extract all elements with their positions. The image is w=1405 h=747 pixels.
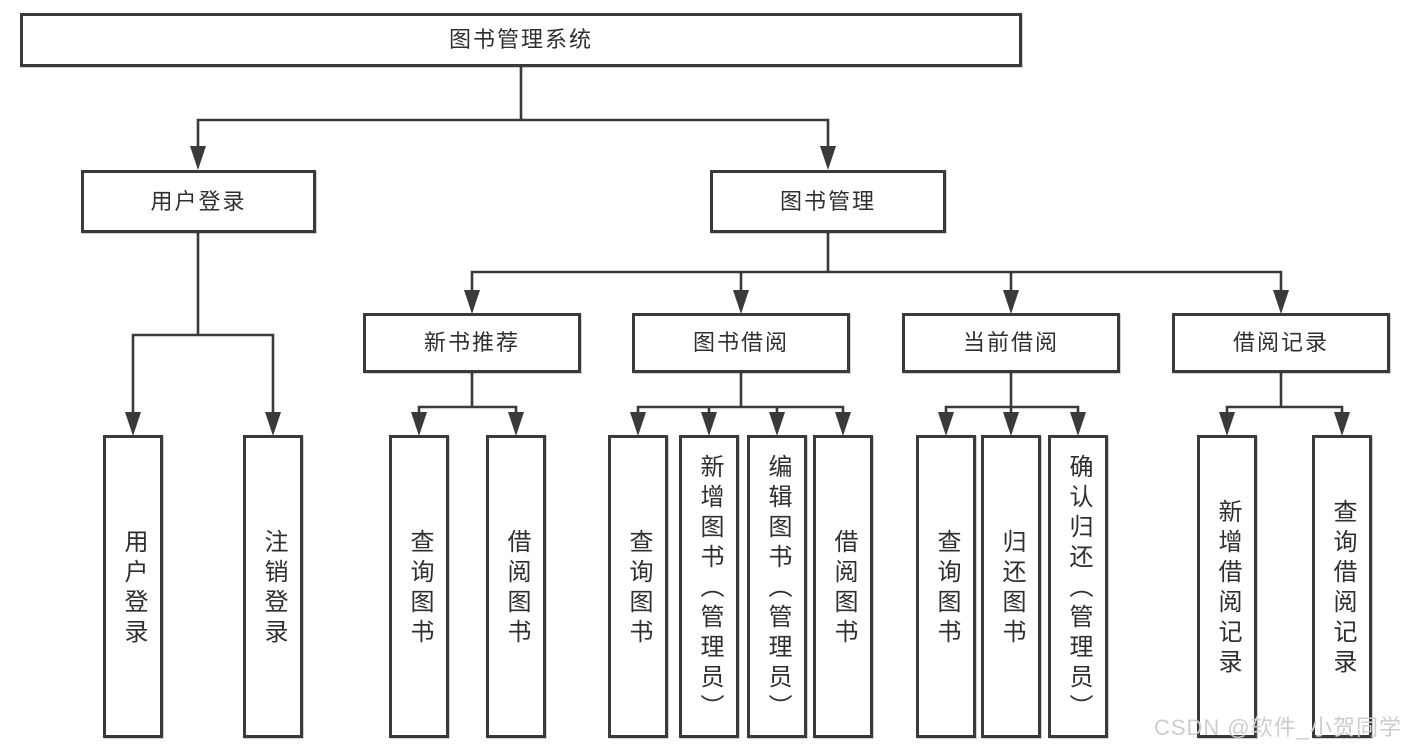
connector-book-mgmt-to-level3 (470, 231, 1283, 296)
leaf-bb-add-book-admin: 新增图书（管理员） (679, 435, 739, 738)
arrowhead (733, 290, 749, 314)
node-new-book-recommend: 新书推荐 (363, 313, 581, 373)
arrowhead (411, 412, 427, 436)
leaf-bb-edit-book-admin: 编辑图书（管理员） (747, 435, 807, 738)
leaf-logout: 注销登录 (243, 435, 303, 738)
arrowhead (769, 412, 785, 436)
connector-book-borrow-to-leaves (636, 371, 845, 416)
arrowhead (630, 412, 646, 436)
arrowhead (1003, 290, 1019, 314)
arrowhead (1070, 412, 1086, 436)
node-user-login: 用户登录 (81, 170, 316, 233)
leaf-bb-borrow-book: 借阅图书 (813, 435, 873, 738)
arrowhead (190, 146, 206, 170)
arrowhead (125, 412, 141, 436)
arrowhead (508, 412, 524, 436)
arrowhead (464, 290, 480, 314)
node-borrow-record: 借阅记录 (1172, 313, 1390, 373)
arrowhead (835, 412, 851, 436)
arrowhead (701, 412, 717, 436)
node-library-system: 图书管理系统 (20, 13, 1022, 67)
leaf-br-query-record: 查询借阅记录 (1312, 435, 1372, 738)
connector-borrow-record-to-leaves (1225, 371, 1344, 416)
connector-root-to-level2 (196, 65, 830, 152)
leaf-nb-query-book: 查询图书 (389, 435, 449, 738)
arrowhead (820, 146, 836, 170)
leaf-user-login: 用户登录 (103, 435, 163, 738)
connector-new-book-to-leaves (417, 371, 518, 416)
leaf-bb-query-book: 查询图书 (608, 435, 668, 738)
arrowhead (1334, 412, 1350, 436)
arrowhead (1219, 412, 1235, 436)
leaf-cb-confirm-return-admin: 确认归还（管理员） (1048, 435, 1108, 738)
arrowhead (1273, 290, 1289, 314)
leaf-br-add-record: 新增借阅记录 (1197, 435, 1257, 738)
leaf-cb-return-book: 归还图书 (981, 435, 1041, 738)
connector-current-borrow-to-leaves (944, 371, 1080, 416)
connector-user-login-to-leaves (131, 231, 275, 416)
arrowhead (265, 412, 281, 436)
node-book-borrow: 图书借阅 (632, 313, 850, 373)
watermark-text: CSDN @软件_小贺同学 (1153, 715, 1402, 740)
leaf-cb-query-book: 查询图书 (916, 435, 976, 738)
arrowhead (938, 412, 954, 436)
node-book-management: 图书管理 (710, 170, 946, 233)
leaf-nb-borrow-book: 借阅图书 (486, 435, 546, 738)
arrowhead (1003, 412, 1019, 436)
node-current-borrow: 当前借阅 (902, 313, 1120, 373)
